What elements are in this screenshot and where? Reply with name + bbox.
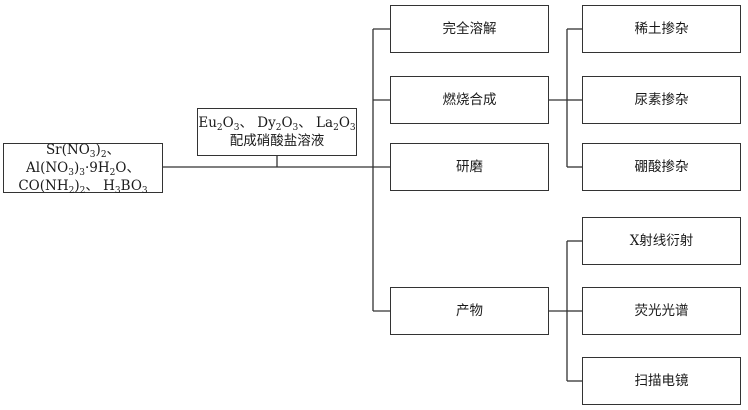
doping-rare-earth-box: 稀土掺杂 [582,5,741,53]
characterization-fluorescence-label: 荧光光谱 [634,303,689,319]
characterization-xrd-label: X射线衍射 [629,233,694,249]
step-dissolve-label: 完全溶解 [442,21,497,37]
nitrate-solution-box: Eu2O3、 Dy2O3、 La2O3 配成硝酸盐溶液 [197,108,357,156]
raw-materials-line2: CO(NH2)2、 H3BO3 [18,178,148,196]
step-combustion-box: 燃烧合成 [390,76,549,124]
step-dissolve-box: 完全溶解 [390,5,549,53]
characterization-fluorescence-box: 荧光光谱 [582,287,741,335]
raw-materials-box: Sr(NO3)2、 Al(NO3)3·9H2O、 CO(NH2)2、 H3BO3 [3,142,163,196]
nitrate-solution-line1: Eu2O3、 Dy2O3、 La2O3 [198,115,356,133]
doping-urea-label: 尿素掺杂 [634,92,689,108]
doping-boric-acid-box: 硼酸掺杂 [582,143,741,191]
step-grinding-box: 研磨 [390,143,549,191]
raw-materials-line1: Sr(NO3)2、 Al(NO3)3·9H2O、 [26,142,140,178]
step-product-box: 产物 [390,287,549,335]
characterization-xrd-box: X射线衍射 [582,217,741,265]
doping-urea-box: 尿素掺杂 [582,76,741,124]
step-product-label: 产物 [456,303,483,319]
doping-rare-earth-label: 稀土掺杂 [634,21,689,37]
step-grinding-label: 研磨 [456,159,483,175]
nitrate-solution-line2: 配成硝酸盐溶液 [229,133,325,149]
characterization-sem-label: 扫描电镜 [634,373,689,389]
step-combustion-label: 燃烧合成 [442,92,497,108]
characterization-sem-box: 扫描电镜 [582,357,741,405]
doping-boric-acid-label: 硼酸掺杂 [634,159,689,175]
